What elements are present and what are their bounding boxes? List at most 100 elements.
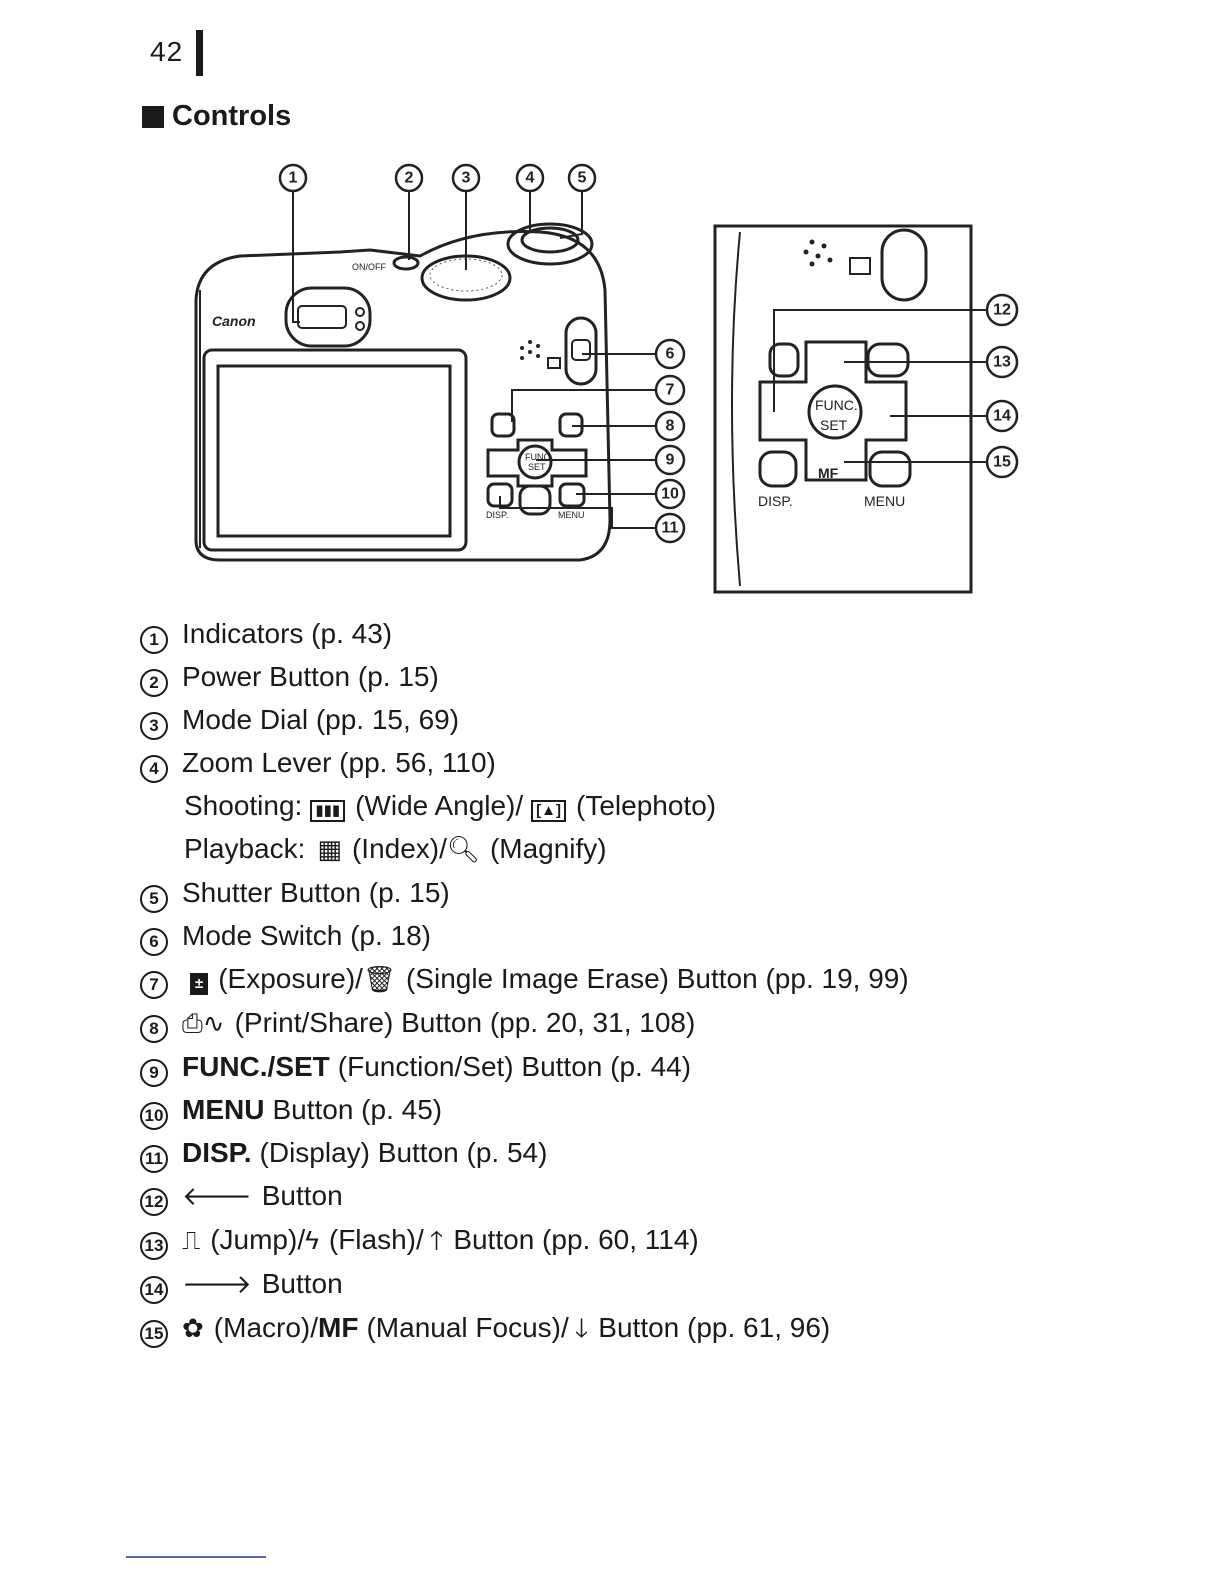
legend-bold-label: MENU — [182, 1094, 265, 1125]
inset-playback-symbol — [849, 257, 871, 275]
legend-item-9: 9 FUNC./SET (Function/Set) Button (p. 44… — [140, 1045, 909, 1088]
callout-6: 6 — [654, 338, 686, 370]
legend-text: Button (pp. 61, 96) — [598, 1312, 831, 1343]
camera-controls-figure: Canon ON/OFF FUNC. SET — [194, 163, 1019, 594]
legend-number: 4 — [140, 754, 168, 783]
index-text: (Index)/ — [351, 833, 447, 864]
indicator-lamp-upper — [355, 307, 365, 317]
power-label: ON/OFF — [352, 262, 386, 272]
legend-number: 10 — [140, 1101, 168, 1130]
right-arrow-icon: 🡒 — [182, 1269, 252, 1299]
legend-number: 13 — [140, 1231, 168, 1260]
telephoto-icon: [▲] — [531, 800, 567, 822]
callout-1: 1 — [278, 163, 308, 193]
legend-text: (Single Image Erase) Button (pp. 19, 99) — [405, 963, 909, 994]
legend-text: (Jump)/ — [210, 1224, 306, 1255]
callout-10: 10 — [654, 478, 686, 510]
section-title: Controls — [142, 100, 291, 133]
callout-markers: 1 2 3 4 5 6 7 8 9 10 11 12 13 14 15 — [278, 163, 1019, 544]
page-number: 42 — [150, 36, 184, 67]
erase-icon: 🗑︎ — [362, 964, 396, 994]
set-label-small: SET — [528, 462, 546, 472]
playback-symbol — [547, 357, 561, 369]
legend-item-6: 6 Mode Switch (p. 18) — [140, 914, 909, 957]
macro-icon: ✿ — [182, 1313, 204, 1343]
svg-text:3: 3 — [462, 170, 471, 187]
svg-text:13: 13 — [993, 354, 1011, 371]
shutter-button — [520, 226, 580, 254]
legend-number: 3 — [140, 711, 168, 740]
legend-text: (Function/Set) Button (p. 44) — [337, 1051, 692, 1082]
svg-text:9: 9 — [666, 452, 675, 469]
inset-print-button — [866, 342, 910, 378]
playback-prefix: Playback: — [184, 833, 306, 864]
svg-text:4: 4 — [526, 170, 535, 187]
svg-text:14: 14 — [993, 408, 1011, 425]
inset-menu-label: MENU — [864, 493, 905, 509]
legend-text: (Macro)/ — [213, 1312, 319, 1343]
legend-text: Mode Switch (p. 18) — [182, 920, 431, 951]
power-button — [392, 255, 420, 271]
svg-text:15: 15 — [993, 454, 1011, 471]
inset-mf-label: MF — [818, 465, 839, 481]
section-title-text: Controls — [172, 100, 292, 132]
legend-text: Power Button (p. 15) — [182, 661, 439, 692]
callout-8: 8 — [654, 410, 686, 442]
exposure-erase-button — [490, 412, 516, 438]
inset-func-label: FUNC. — [815, 397, 858, 413]
magnify-icon: 🔍︎ — [446, 834, 480, 864]
controls-inset-panel: FUNC. SET MF DISP. MENU — [713, 224, 973, 594]
legend-number: 15 — [140, 1319, 168, 1348]
legend-number: 14 — [140, 1275, 168, 1304]
legend-number: 11 — [140, 1144, 168, 1173]
legend-item-13: 13 ⎍ (Jump)/ ϟ (Flash)/ 🡑 Button (pp. 60… — [140, 1218, 909, 1262]
shooting-prefix: Shooting: — [184, 790, 303, 821]
inset-frame — [713, 224, 973, 594]
page-number-bar — [196, 30, 203, 76]
svg-text:7: 7 — [666, 382, 675, 399]
legend-item-14: 14 🡒 Button — [140, 1262, 909, 1306]
inset-mode-switch — [880, 228, 928, 302]
flash-icon: ϟ — [305, 1225, 319, 1255]
svg-text:12: 12 — [993, 302, 1011, 319]
legend-item-12: 12 🡐 Button — [140, 1174, 909, 1218]
lcd-screen — [216, 364, 452, 538]
callout-4: 4 — [515, 163, 545, 193]
callout-lines-main — [292, 190, 656, 529]
legend-item-3: 3 Mode Dial (pp. 15, 69) — [140, 698, 909, 741]
lcd-frame — [202, 348, 468, 552]
legend-item-1: 1 Indicators (p. 43) — [140, 612, 909, 655]
legend-text: Button (p. 45) — [272, 1094, 443, 1125]
legend-text: Mode Dial (pp. 15, 69) — [182, 704, 460, 735]
svg-text:11: 11 — [662, 520, 679, 537]
legend-text: (Exposure)/ — [218, 963, 363, 994]
callout-7: 7 — [654, 374, 686, 406]
inset-disp-button — [758, 450, 798, 488]
legend-item-7: 7 ± (Exposure)/ 🗑︎ (Single Image Erase) … — [140, 957, 909, 1001]
legend-item-5: 5 Shutter Button (p. 15) — [140, 871, 909, 914]
callout-5: 5 — [567, 163, 597, 193]
inset-func-set-button — [807, 384, 863, 440]
legend-number: 9 — [140, 1058, 168, 1087]
inset-disp-label: DISP. — [758, 493, 793, 509]
indicator-lamp-lower — [355, 321, 365, 331]
zoom-lever — [506, 222, 594, 266]
svg-text:10: 10 — [661, 486, 679, 503]
jump-icon: ⎍ — [182, 1225, 201, 1255]
disp-label-small: DISP. — [486, 510, 508, 520]
legend-text: Zoom Lever (pp. 56, 110) — [182, 747, 496, 778]
legend-text: (Print/Share) Button (pp. 20, 31, 108) — [234, 1007, 696, 1038]
camera-body-outline — [194, 230, 612, 562]
section-bullet-square — [142, 105, 164, 128]
callout-15: 15 — [985, 445, 1019, 479]
telephoto-text: (Telephoto) — [576, 790, 717, 821]
callout-9: 9 — [654, 444, 686, 476]
legend-number: 5 — [140, 884, 168, 913]
legend-text: (Display) Button (p. 54) — [259, 1137, 548, 1168]
legend-subitem-playback: Playback: ▦ (Index)/ 🔍︎ (Magnify) — [140, 827, 909, 871]
legend-bold-label: DISP. — [182, 1137, 252, 1168]
inset-four-way-controller — [758, 340, 908, 482]
down-arrow-icon: 🡓 — [574, 1313, 589, 1343]
svg-text:5: 5 — [578, 170, 587, 187]
camera-rear-view: Canon ON/OFF FUNC. SET — [194, 222, 612, 562]
